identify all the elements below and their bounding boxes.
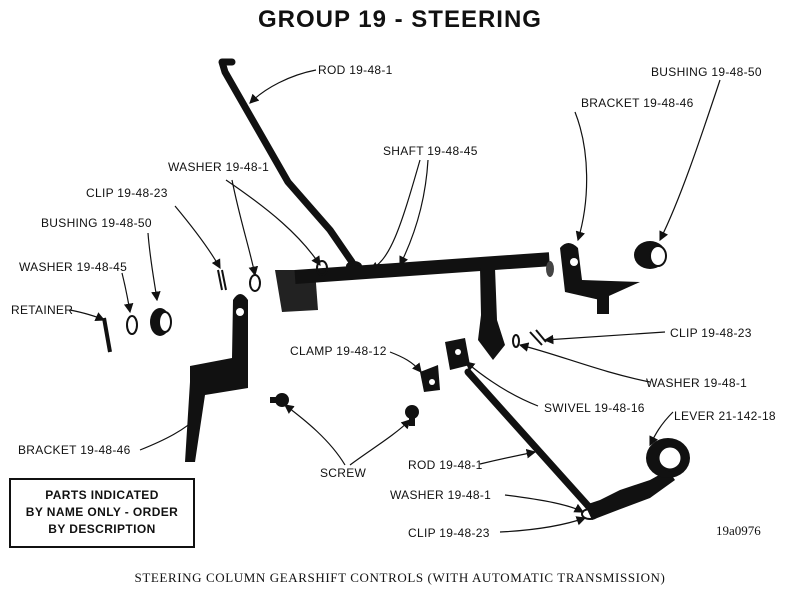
label-rod-bottom: ROD 19-48-1 [408,458,483,472]
rod-bottom-lever-part [464,368,690,520]
label-washer-left: WASHER 19-48-45 [19,260,128,274]
label-bracket-left: BRACKET 19-48-46 [18,443,131,457]
figure-code: 19a0976 [716,523,761,538]
note-line-3: BY DESCRIPTION [48,522,156,536]
shaft-part [275,252,554,360]
screws-part [270,393,419,426]
label-rod-top: ROD 19-48-1 [318,63,393,77]
label-screw: SCREW [320,466,367,480]
label-bushing-right: BUSHING 19-48-50 [651,65,762,79]
label-shaft: SHAFT 19-48-45 [383,144,478,158]
note-line-2: BY NAME ONLY - ORDER [25,505,179,519]
figure-caption: STEERING COLUMN GEARSHIFT CONTROLS (WITH… [134,570,666,585]
label-swivel: SWIVEL 19-48-16 [544,401,645,415]
bushing-right-part [634,241,667,269]
label-clip-left: CLIP 19-48-23 [86,186,168,200]
label-bushing-left: BUSHING 19-48-50 [41,216,152,230]
label-washer-bottom: WASHER 19-48-1 [390,488,492,502]
label-lever: LEVER 21-142-18 [674,409,776,423]
bracket-right-part [560,243,640,314]
parts-note-box: PARTS INDICATED BY NAME ONLY - ORDER BY … [9,478,195,548]
label-retainer: RETAINER [11,303,74,317]
label-clamp: CLAMP 19-48-12 [290,344,387,358]
label-clip-right: CLIP 19-48-23 [670,326,752,340]
page-title: GROUP 19 - STEERING [258,6,542,33]
small-parts [126,260,547,348]
label-washer-right: WASHER 19-48-1 [646,376,748,390]
bushing-left-part [150,308,172,336]
retainer-part [102,317,112,353]
note-line-1: PARTS INDICATED [45,488,159,502]
clamp-swivel-part [420,338,470,392]
label-clip-bottom: CLIP 19-48-23 [408,526,490,540]
label-bracket-right: BRACKET 19-48-46 [581,96,694,110]
bracket-left-part [185,294,248,462]
leader-lines [69,69,721,533]
label-washer-top: WASHER 19-48-1 [168,160,270,174]
